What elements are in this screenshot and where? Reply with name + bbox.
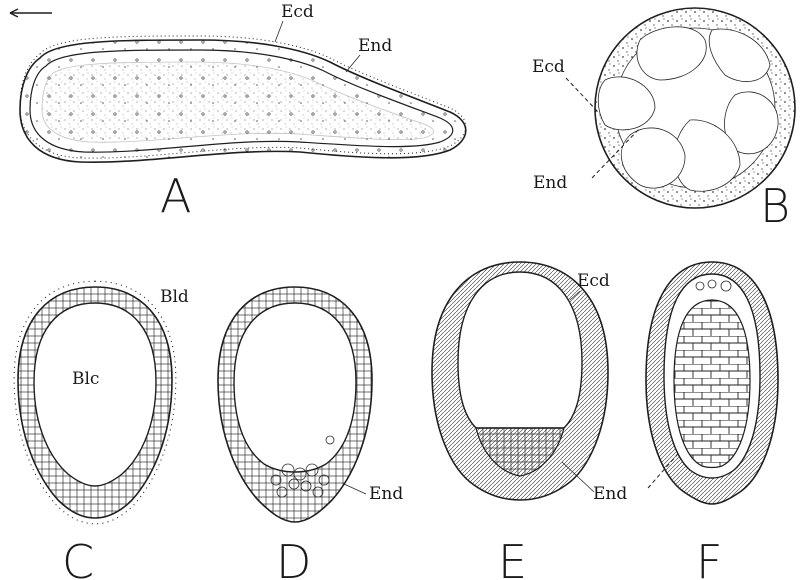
panel-c-blc-label: Blc <box>72 369 99 389</box>
panel-f-letter: F <box>696 535 722 580</box>
panel-a-ecd-leader <box>275 21 283 42</box>
left-arrow-icon <box>10 9 52 17</box>
panel-a-letter: A <box>160 169 191 223</box>
panel-b-end-label: End <box>533 173 567 193</box>
panel-b-cross-section <box>595 8 795 208</box>
panel-b-ecd-label: Ecd <box>532 57 565 77</box>
panel-f-larva <box>646 262 778 504</box>
panel-c-bld-label: Bld <box>160 287 189 307</box>
panel-e-larva <box>432 262 608 500</box>
panel-d-end-label: End <box>369 484 403 504</box>
panel-a-ecd-label: Ecd <box>281 2 314 22</box>
panel-c-blastula <box>14 281 176 524</box>
panel-d-end-leader <box>344 484 366 494</box>
panel-e-ecd-label: Ecd <box>577 271 610 291</box>
panel-e-end-label: End <box>593 484 627 504</box>
panel-d-gastrula <box>218 287 372 522</box>
panel-e-letter: E <box>498 535 527 580</box>
panel-d-letter: D <box>276 535 311 580</box>
panel-c-letter: C <box>62 535 94 580</box>
panel-b-ecd-leader <box>566 78 598 112</box>
panel-a-end-leader <box>346 55 360 72</box>
panel-a-end-label: End <box>358 36 392 56</box>
panel-a-larva <box>20 36 466 162</box>
panel-b-letter: B <box>760 179 790 233</box>
